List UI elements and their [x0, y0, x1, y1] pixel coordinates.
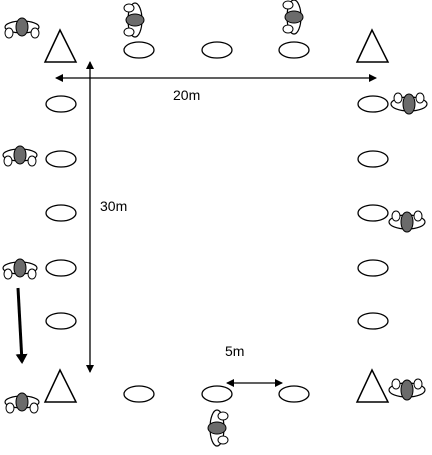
player-right-middle — [388, 210, 426, 233]
player-right-bottom — [388, 378, 426, 401]
player-left-lower — [2, 258, 38, 280]
player-top-1 — [123, 2, 145, 38]
player-bottom-middle — [207, 409, 229, 447]
player-left-upper — [2, 145, 38, 167]
marker-bottom-1 — [123, 385, 155, 403]
player-top-left — [4, 17, 40, 39]
player-right-top — [390, 92, 428, 115]
marker-right-4 — [357, 259, 389, 277]
marker-top-2 — [201, 41, 233, 59]
marker-right-1 — [357, 95, 389, 113]
cone-bottom-left — [43, 368, 78, 403]
marker-right-5 — [357, 312, 389, 330]
marker-left-1 — [45, 95, 77, 113]
marker-top-1 — [123, 41, 155, 59]
marker-top-3 — [278, 41, 310, 59]
marker-left-2 — [45, 150, 77, 168]
player-top-2 — [282, 0, 304, 35]
width-label: 20m — [173, 87, 200, 103]
cone-top-right — [355, 28, 390, 63]
marker-bottom-2 — [201, 385, 233, 403]
cone-bottom-right — [355, 368, 390, 403]
marker-bottom-3 — [278, 385, 310, 403]
marker-left-4 — [45, 259, 77, 277]
marker-right-2 — [357, 150, 389, 168]
spacing-label: 5m — [225, 343, 244, 359]
marker-left-5 — [45, 312, 77, 330]
marker-left-3 — [45, 204, 77, 222]
marker-right-3 — [357, 204, 389, 222]
player-bottom-left — [4, 392, 40, 414]
length-label: 30m — [100, 198, 127, 214]
cone-top-left — [43, 28, 78, 63]
player-run-arrow — [15, 287, 28, 364]
